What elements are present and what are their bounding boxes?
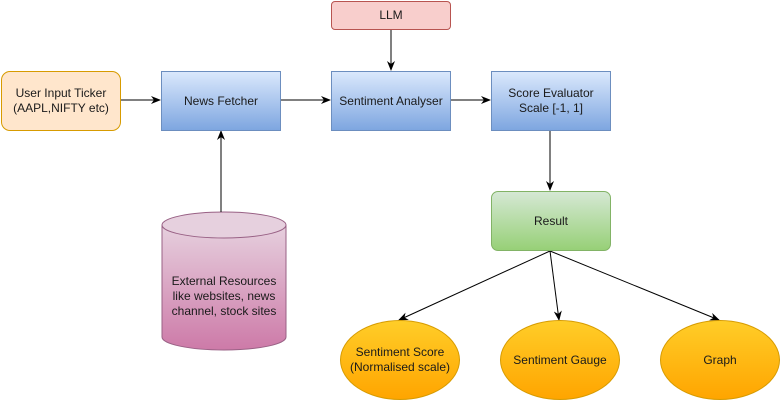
llm-node: LLM <box>331 1 451 30</box>
external-resources-label-line2: like websites, news <box>172 288 276 303</box>
edge-result-to-graph <box>549 250 720 321</box>
user-input-label-line2: (AAPL,NIFTY etc) <box>13 101 109 115</box>
sentiment-score-label-line1: Sentiment Score <box>355 345 445 359</box>
sentiment-analyser-label: Sentiment Analyser <box>339 93 443 108</box>
sentiment-score-node: Sentiment Score (Normalised scale) <box>340 320 460 400</box>
score-evaluator-node: Score Evaluator Scale [-1, 1] <box>491 71 611 131</box>
sentiment-analyser-node: Sentiment Analyser <box>331 71 451 131</box>
external-resources-label-line1: External Resources <box>171 273 277 288</box>
external-resources-label-line3: channel, stock sites <box>171 303 277 318</box>
result-node: Result <box>491 191 611 251</box>
graph-label: Graph <box>703 352 737 367</box>
graph-node: Graph <box>660 320 780 400</box>
edge-result-to-sentiment-score <box>398 250 551 321</box>
user-input-label-line1: User Input Ticker <box>15 86 107 100</box>
llm-label: LLM <box>379 8 403 22</box>
sentiment-score-label-line2: (Normalised scale) <box>349 360 451 374</box>
sentiment-gauge-node: Sentiment Gauge <box>500 320 620 400</box>
news-fetcher-label: News Fetcher <box>183 93 259 108</box>
score-evaluator-label-line1: Score Evaluator <box>508 86 594 100</box>
sentiment-gauge-label: Sentiment Gauge <box>513 352 607 367</box>
score-evaluator-label-line2: Scale [-1, 1] <box>518 101 583 115</box>
result-label: Result <box>533 213 568 228</box>
external-resources-cylinder <box>161 211 287 351</box>
external-resources-label: External Resources like websites, news c… <box>162 262 286 330</box>
news-fetcher-node: News Fetcher <box>161 71 281 131</box>
edge-result-to-sentiment-gauge <box>549 250 562 321</box>
user-input-node: User Input Ticker (AAPL,NIFTY etc) <box>1 71 121 131</box>
